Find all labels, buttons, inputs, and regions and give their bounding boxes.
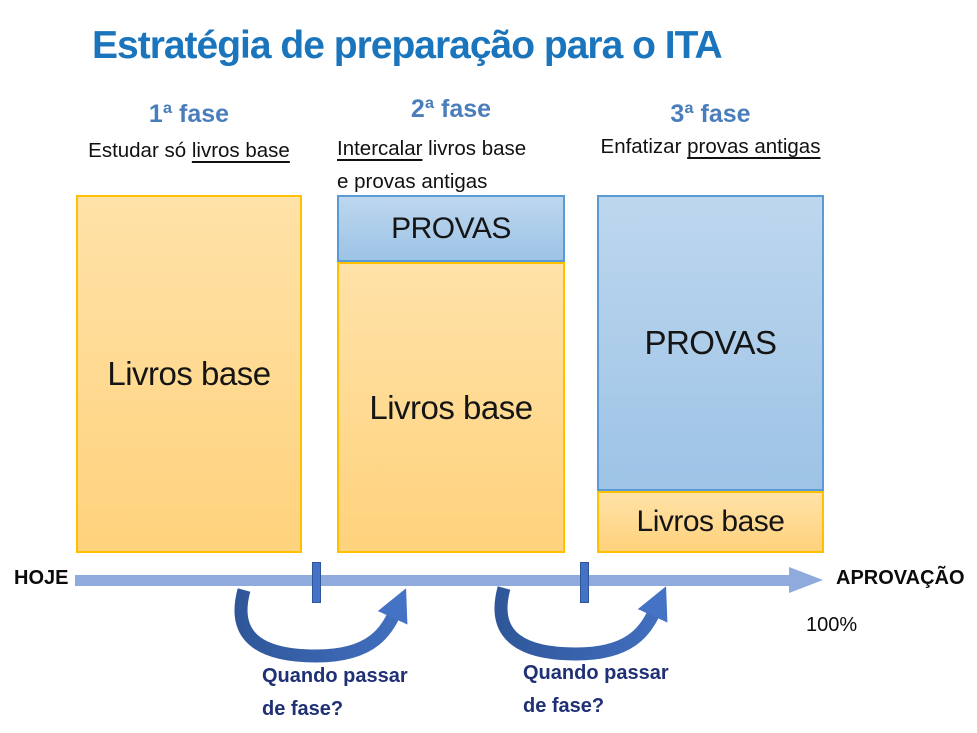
timeline-tick-2 [580,562,589,603]
phase2-provas-segment: PROVAS [337,195,565,262]
timeline-bar [75,575,791,586]
phase2-column: 2ª fase Intercalar livros base e provas … [337,95,565,198]
phase3-livros-label: Livros base [636,505,785,538]
phase2-livros-segment: Livros base [337,262,565,553]
transition-question-1: Quando passar de fase? [262,660,408,726]
phase2-subtitle-post: livros base [422,137,527,160]
transition-question-2-line1: Quando passar [523,662,669,684]
phase1-livros-segment: Livros base [76,195,302,553]
transition-question-2-line2: de fase? [523,695,605,717]
phase1-header: 1ª fase [148,100,230,128]
phase2-subtitle-line2: e provas antigas [337,170,488,193]
phase1-subtitle-underlined: livros base [191,139,290,162]
timeline-arrowhead-icon [789,567,823,593]
phase3-subtitle-pre: Enfatizar [600,135,688,158]
phase3-study-box: PROVAS Livros base [597,195,824,553]
phase1-study-box: Livros base [76,195,302,553]
phase2-livros-label: Livros base [369,388,533,426]
phase2-subtitle: Intercalar livros base e provas antigas [337,132,565,198]
phase-transition-arrow-1-icon [234,588,408,663]
timeline-start-label: HOJE [14,567,69,589]
transition-question-1-line2: de fase? [262,698,344,720]
phase3-subtitle-underlined: provas antigas [687,135,821,158]
phase2-study-box: PROVAS Livros base [337,195,565,553]
phase3-provas-label: PROVAS [644,324,777,361]
phase3-livros-segment: Livros base [597,491,824,553]
phase1-column: 1ª fase Estudar só livros base [76,100,302,163]
phase1-subtitle-pre: Estudar só [88,139,192,162]
timeline-end-label: APROVAÇÃO [836,567,965,589]
phase2-header: 2ª fase [410,95,492,123]
phase2-subtitle-underlined: Intercalar [337,137,423,160]
phase3-column: 3ª fase Enfatizar provas antigas [597,100,824,159]
page-title: Estratégia de preparação para o ITA [92,24,723,67]
phase3-subtitle: Enfatizar provas antigas [597,135,824,159]
timeline-tick-1 [312,562,321,603]
transition-question-2: Quando passar de fase? [523,657,669,723]
percent-label: 100% [806,614,858,636]
phase3-provas-segment: PROVAS [597,195,824,491]
phase2-provas-label: PROVAS [391,211,511,245]
phase-transition-arrow-2-icon [494,586,668,661]
phase1-subtitle: Estudar só livros base [76,139,302,163]
phase3-header: 3ª fase [670,100,751,128]
transition-question-1-line1: Quando passar [262,665,408,687]
phase1-livros-label: Livros base [107,355,271,392]
